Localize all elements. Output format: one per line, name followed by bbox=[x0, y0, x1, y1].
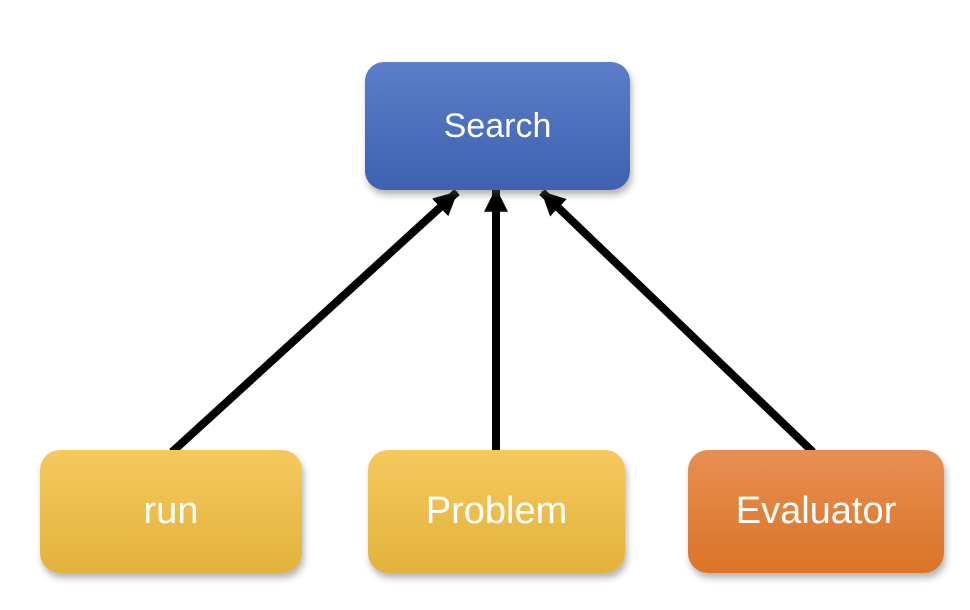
node-search: Search bbox=[365, 62, 630, 190]
node-run-label: run bbox=[143, 490, 199, 532]
node-run: run bbox=[40, 450, 302, 573]
node-evaluator-label: Evaluator bbox=[735, 490, 897, 532]
node-problem-label: Problem bbox=[425, 490, 568, 532]
edge-run-to-search bbox=[169, 189, 460, 455]
node-evaluator: Evaluator bbox=[688, 450, 944, 573]
edge-group bbox=[169, 187, 816, 455]
edge-evaluator-to-search bbox=[539, 189, 816, 455]
node-search-label: Search bbox=[443, 106, 552, 145]
node-problem: Problem bbox=[368, 450, 625, 573]
